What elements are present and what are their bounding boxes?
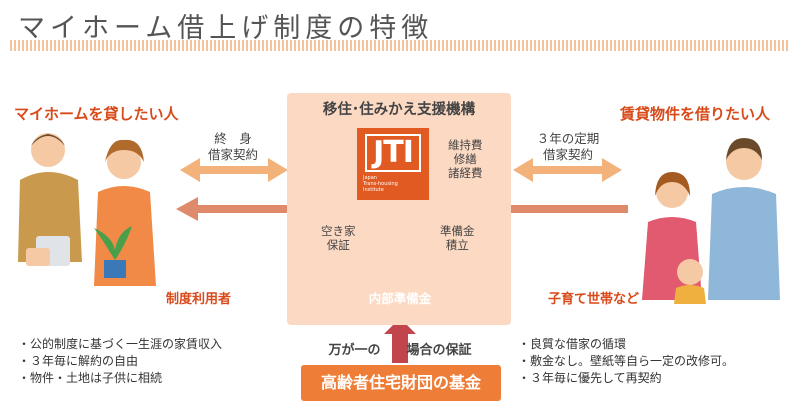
- list-item: ・物件・土地は子供に相続: [18, 371, 163, 385]
- title-divider: [10, 40, 790, 51]
- jti-logo: JTI Japan Trans-housing Institute: [357, 128, 429, 200]
- reserve-fund-label: 内部準備金: [368, 291, 432, 306]
- owner-heading: マイホームを貸したい人: [14, 105, 179, 123]
- costs-label: 維持費 修繕 諸経費: [448, 138, 483, 180]
- jti-logo-mark: JTI: [365, 134, 421, 172]
- owner-couple-illustration: [18, 133, 156, 286]
- right-rent-arrow: [411, 197, 628, 221]
- right-contract-arrow: [513, 158, 622, 182]
- list-item: ・３年毎に解約の自由: [18, 354, 139, 368]
- right-contract-label: ３年の定期 借家契約: [536, 131, 600, 162]
- tenant-family-illustration: [642, 138, 780, 304]
- list-item: ・敷金なし。壁紙等自ら一定の改修可。: [518, 354, 735, 368]
- guarantee-label: 万が一の 場合の保証: [328, 343, 472, 358]
- reserve-accum-label: 準備金 積立: [440, 224, 475, 252]
- tenant-benefits-list: ・良質な借家の循環 ・敷金なし。壁紙等自ら一定の改修可。 ・３年毎に優先して再契…: [518, 336, 734, 387]
- list-item: ・良質な借家の循環: [518, 337, 627, 351]
- tenant-heading: 賃貸物件を借りたい人: [620, 105, 771, 123]
- owner-sublabel: 制度利用者: [166, 292, 232, 307]
- list-item: ・３年毎に優先して再契約: [518, 371, 662, 385]
- foundation-box: 高齢者住宅財団の基金: [301, 365, 501, 401]
- owner-benefits-list: ・公的制度に基づく一生涯の家賃収入 ・３年毎に解約の自由 ・物件・土地は子供に相…: [18, 336, 222, 387]
- foundation-support-arrow: [384, 318, 416, 363]
- left-contract-arrow: [180, 158, 288, 182]
- organization-name: 移住･住みかえ支援機構: [322, 102, 476, 118]
- vacancy-guarantee-label: 空き家 保証: [321, 224, 356, 252]
- jti-logo-subtext: Japan Trans-housing Institute: [363, 175, 398, 193]
- list-item: ・公的制度に基づく一生涯の家賃収入: [18, 337, 223, 351]
- left-contract-label: 終 身 借家契約: [207, 131, 258, 162]
- page-title: マイホーム借上げ制度の特徴: [18, 13, 434, 44]
- tenant-sublabel: 子育て世帯など: [548, 292, 640, 307]
- left-rent-arrow: [176, 197, 287, 221]
